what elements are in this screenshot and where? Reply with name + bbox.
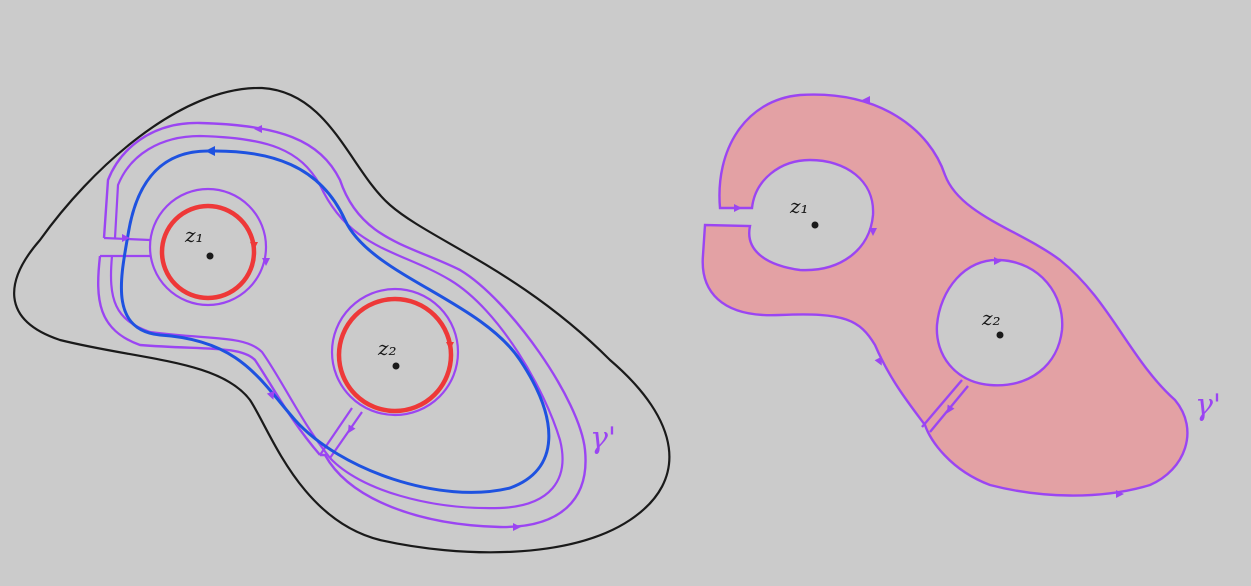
left-keyhole-contour-lower xyxy=(97,255,321,456)
z1-red-circle xyxy=(159,203,257,301)
z2-point xyxy=(392,362,400,370)
right-z1-label: z₁ xyxy=(789,194,809,218)
right-gamma-prime-label: γ' xyxy=(1195,388,1221,423)
z2-label: z₂ xyxy=(377,336,397,360)
z2-red-circle xyxy=(336,296,454,414)
left-connector-z2-b xyxy=(329,411,363,459)
shaded-region xyxy=(701,93,1189,497)
z1-label: z₁ xyxy=(184,223,204,247)
right-z2-label: z₂ xyxy=(981,306,1001,330)
gamma-prime-label: γ' xyxy=(590,421,616,456)
right-slit-a xyxy=(921,379,963,428)
left-keyhole-contour xyxy=(102,121,587,529)
blue-curve xyxy=(119,149,551,494)
left-inner-contour-lower xyxy=(109,255,331,459)
left-figure: z₁ z₂ γ' xyxy=(13,86,671,554)
right-z2-point xyxy=(996,331,1004,339)
left-z2-purple-circle xyxy=(330,287,460,417)
left-inner-contour xyxy=(113,134,564,510)
z1-point xyxy=(206,252,214,260)
right-figure: z₁ z₂ γ' xyxy=(701,93,1221,498)
right-z1-point xyxy=(811,221,819,229)
left-z1-purple-circle xyxy=(148,187,268,307)
outer-region-boundary xyxy=(13,86,671,554)
